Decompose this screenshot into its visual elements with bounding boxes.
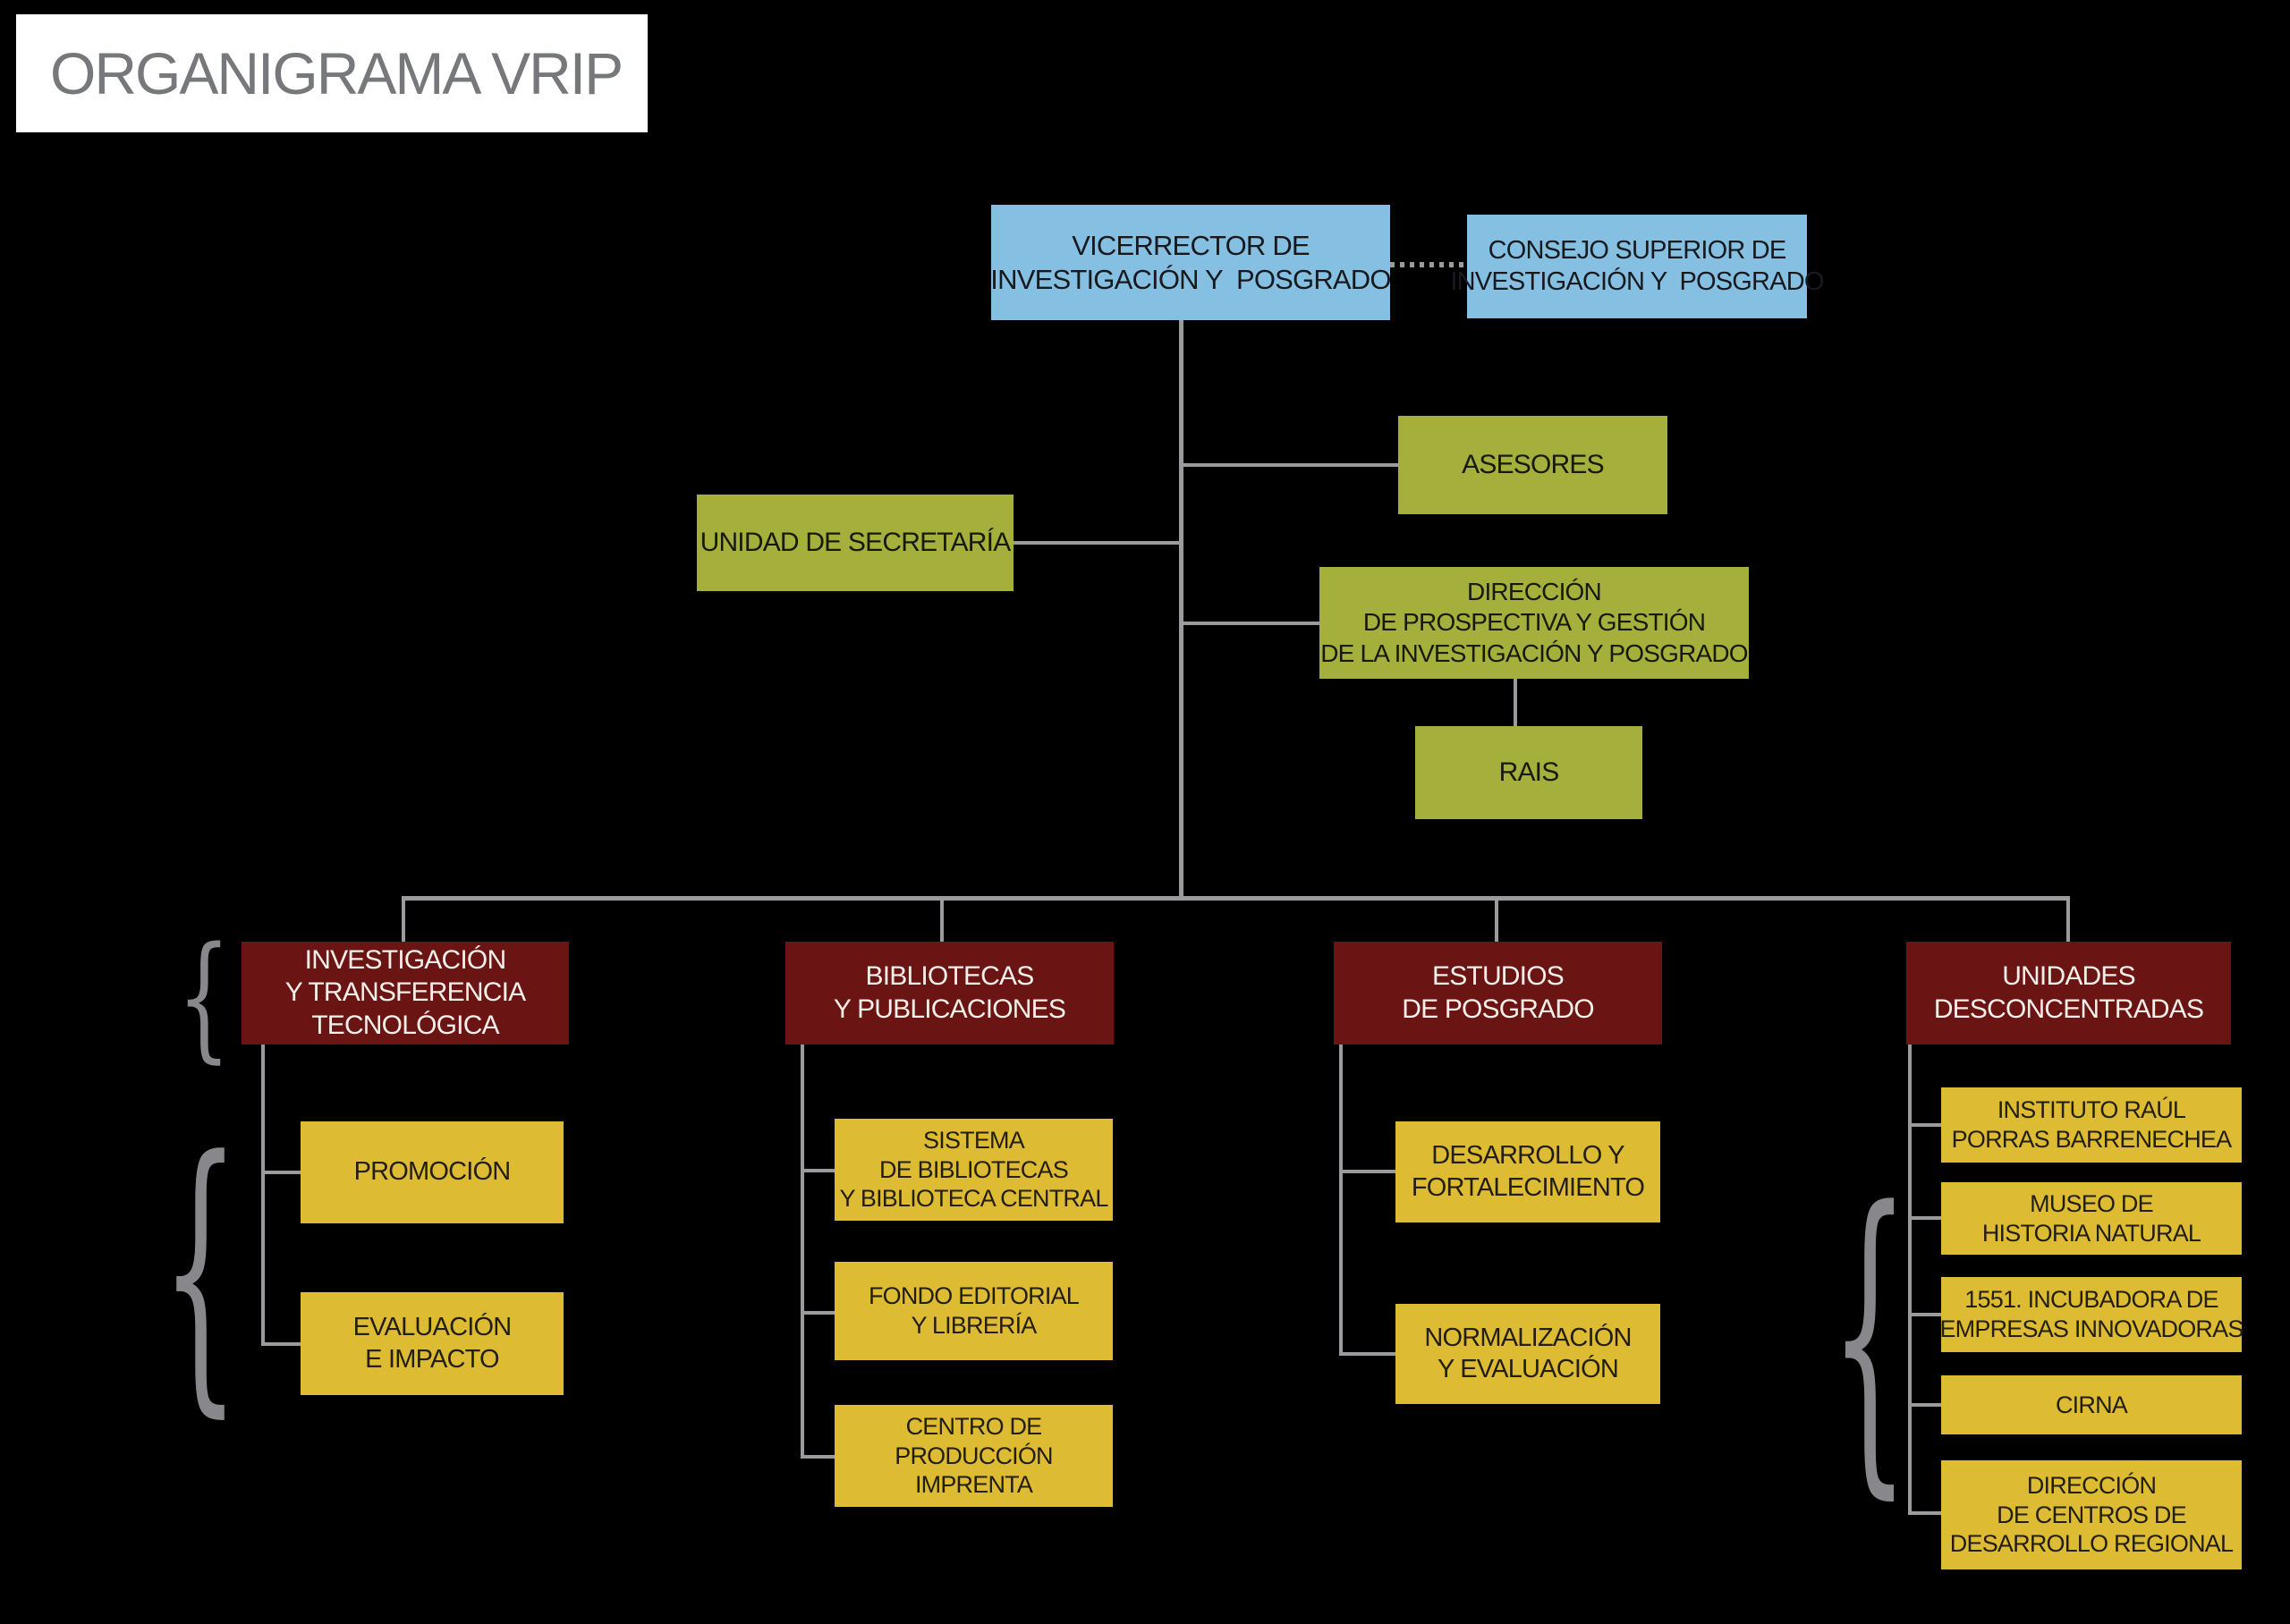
drop-unidades [2066,896,2070,942]
stub-evaluacion [261,1342,301,1346]
node-promocion: PROMOCIÓN [301,1121,564,1223]
node-bibliotecas-publicaciones: BIBLIOTECAS Y PUBLICACIONES [785,942,1114,1045]
node-centro-produccion: CENTRO DE PRODUCCIÓN IMPRENTA [835,1405,1113,1507]
node-normalizacion-evaluacion: NORMALIZACIÓN Y EVALUACIÓN [1395,1304,1660,1404]
stub-promocion [261,1171,301,1174]
node-sistema-bibliotecas: SISTEMA DE BIBLIOTECAS Y BIBLIOTECA CENT… [835,1119,1113,1221]
node-consejo-superior: CONSEJO SUPERIOR DE INVESTIGACIÓN Y POSG… [1450,215,1824,318]
node-asesores: ASESORES [1398,416,1667,514]
stub-sistema [801,1169,835,1172]
stub-fondo [801,1311,835,1315]
brace-icon-investigacion: { [177,918,231,1076]
connector-unidad-secretaria [1014,541,1181,545]
node-unidad-secretaria: UNIDAD DE SECRETARÍA [697,495,1014,591]
spine-col4 [1908,1045,1912,1515]
brace-icon-col4: { [1829,1142,1910,1526]
spine-col2 [801,1045,804,1459]
stub-cirna [1908,1403,1941,1407]
node-rais: RAIS [1415,726,1642,819]
stub-direccion-centros [1908,1511,1941,1515]
stub-instituto [1908,1123,1941,1127]
stub-centro [801,1455,835,1459]
spine-col1 [261,1045,265,1346]
drop-investigacion [402,896,405,942]
node-investigacion-transferencia: INVESTIGACIÓN Y TRANSFERENCIA TECNOLÓGIC… [242,942,569,1045]
node-direccion-prospectiva: DIRECCIÓN DE PROSPECTIVA Y GESTIÓN DE LA… [1319,567,1749,679]
node-cirna: CIRNA [1941,1375,2242,1434]
drop-estudios [1495,896,1498,942]
node-direccion-centros: DIRECCIÓN DE CENTROS DE DESARROLLO REGIO… [1941,1460,2242,1569]
node-incubadora-1551: 1551. INCUBADORA DE EMPRESAS INNOVADORAS [1939,1277,2243,1352]
stub-normalizacion [1339,1352,1395,1356]
node-vicerrector: VICERRECTOR DE INVESTIGACIÓN Y POSGRADO [990,205,1392,320]
connector-distribution [402,896,2070,901]
connector-dotted-vicerrector-consejo [1390,262,1467,267]
stub-desarrollo [1339,1170,1395,1173]
drop-bibliotecas [940,896,944,942]
spine-col3 [1339,1045,1343,1356]
node-instituto-porras: INSTITUTO RAÚL PORRAS BARRENECHEA [1941,1087,2242,1163]
connector-rais [1514,679,1517,726]
node-estudios-posgrado: ESTUDIOS DE POSGRADO [1334,942,1662,1045]
node-museo-historia: MUSEO DE HISTORIA NATURAL [1941,1182,2242,1255]
stub-museo [1908,1216,1941,1220]
brace-icon-col1: { [160,1098,241,1442]
page-title: ORGANIGRAMA VRIP [50,40,623,106]
node-evaluacion-impacto: EVALUACIÓN E IMPACTO [301,1292,564,1395]
node-desarrollo-fortalecimiento: DESARROLLO Y FORTALECIMIENTO [1395,1121,1660,1222]
node-fondo-editorial: FONDO EDITORIAL Y LIBRERÍA [835,1262,1113,1360]
node-unidades-desconcentradas: UNIDADES DESCONCENTRADAS [1906,942,2231,1045]
connector-trunk [1179,318,1183,900]
stub-incubadora [1908,1313,1941,1316]
title-box: ORGANIGRAMA VRIP [16,14,648,132]
connector-direccion-prospectiva [1181,622,1319,625]
connector-asesores [1181,463,1398,467]
